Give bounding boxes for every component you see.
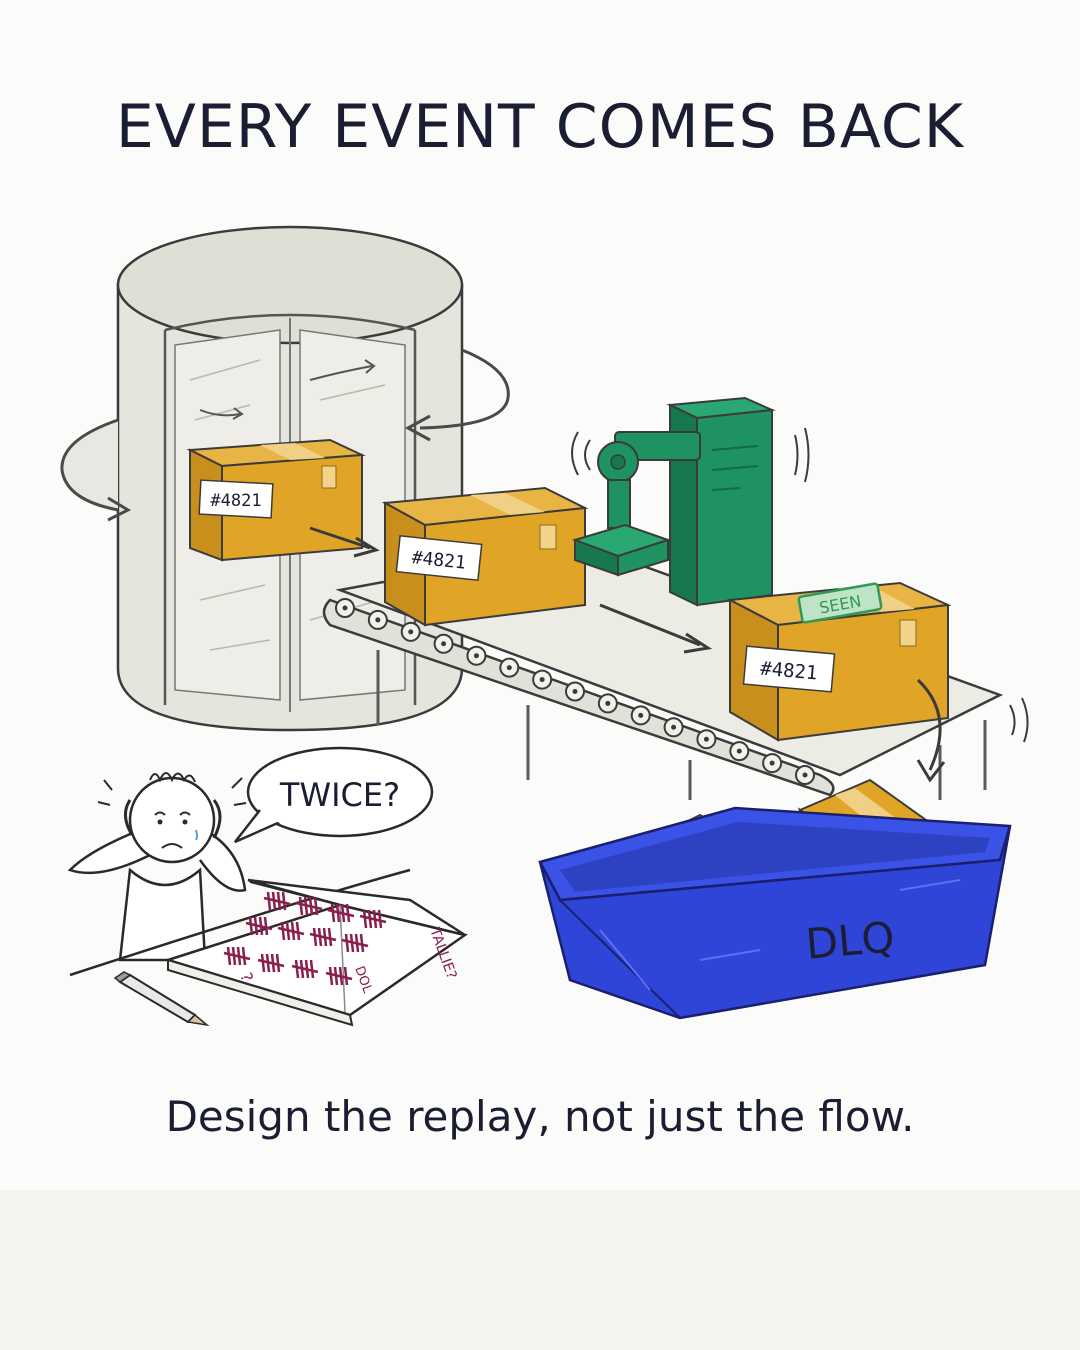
- conveyor-roller-axle: [441, 641, 447, 647]
- conveyor-roller-axle: [342, 605, 348, 611]
- event-box-2: #4821: [381, 486, 589, 627]
- tally-group: [309, 927, 337, 947]
- scene-illustration: #4821 #4821: [60, 225, 1029, 1027]
- conveyor-rollers: [335, 598, 815, 785]
- conveyor-roller-axle: [769, 760, 775, 766]
- tally-marks: [223, 891, 387, 986]
- conveyor-roller-axle: [671, 724, 677, 730]
- conveyor-roller-axle: [638, 712, 644, 718]
- stressed-person: [67, 772, 247, 962]
- tally-group: [277, 921, 305, 941]
- tally-group: [295, 896, 323, 916]
- dlq-label: DLQ: [804, 912, 897, 969]
- tally-group: [341, 933, 369, 953]
- conveyor-roller-axle: [539, 677, 545, 683]
- tally-notebook: TALLIE? DOL ?: [163, 878, 469, 1027]
- conveyor-roller-axle: [802, 772, 808, 778]
- box-3-label: #4821: [759, 658, 818, 685]
- flow-arrow-1: [309, 526, 371, 550]
- footer-band: [0, 1190, 1080, 1350]
- conveyor-roller-axle: [572, 689, 578, 694]
- tally-group: [325, 966, 353, 986]
- drop-arrow-head: [916, 759, 946, 783]
- speech-bubble: TWICE?: [234, 746, 434, 844]
- tally-group: [257, 953, 285, 973]
- conveyor-roller-axle: [506, 665, 512, 671]
- speech-bubble-text: TWICE?: [279, 776, 400, 814]
- tally-group: [263, 891, 291, 911]
- dlq-bin: DLQ: [538, 778, 1012, 1020]
- flow-arrow-1-head: [353, 536, 380, 558]
- drop-arrow: [916, 678, 942, 771]
- page-title: EVERY EVENT COMES BACK: [115, 92, 965, 162]
- tally-group: [359, 909, 387, 929]
- conveyor-roller-axle: [605, 700, 611, 706]
- tally-group: [291, 959, 319, 979]
- caption: Design the replay, not just the flow.: [165, 1092, 915, 1141]
- pencil: [113, 971, 210, 1027]
- box-1-label: #4821: [210, 491, 261, 511]
- tally-group: [245, 916, 273, 936]
- desk-edge: [69, 868, 411, 977]
- conveyor-roller-axle: [703, 736, 709, 742]
- tally-group: [223, 946, 251, 966]
- conveyor-roller-axle: [473, 653, 479, 659]
- conveyor-roller-axle: [375, 617, 381, 623]
- conveyor-roller-axle: [408, 629, 414, 635]
- event-box-3: SEEN #4821: [726, 581, 952, 742]
- tally-group: [327, 903, 355, 923]
- conveyor-roller-axle: [736, 748, 742, 754]
- event-box-1: #4821: [186, 438, 366, 562]
